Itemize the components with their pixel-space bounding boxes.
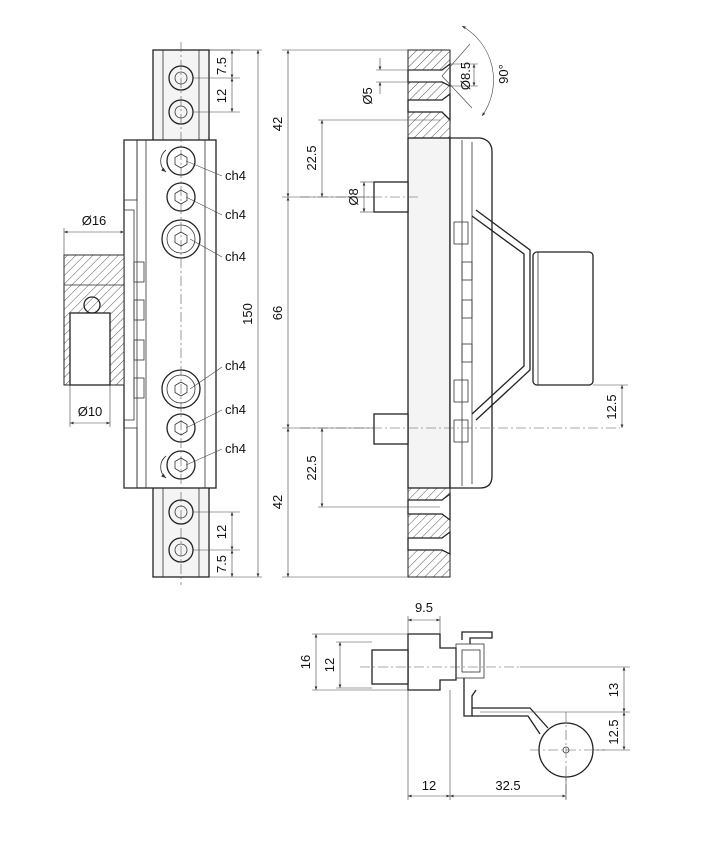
callout-ch4: ch4	[225, 207, 246, 222]
hinge-barrel	[532, 251, 594, 386]
hinge-side-body	[449, 137, 493, 489]
dim-bottom-7-5: 7.5	[214, 555, 229, 573]
dim-16: 16	[298, 655, 313, 669]
dim-13: 13	[606, 683, 621, 697]
dim-12-5-side: 12.5	[604, 394, 619, 419]
dim-12-left: 12	[322, 658, 337, 672]
side-tabs	[133, 261, 145, 399]
bottom-plate	[407, 633, 457, 691]
side-screw-blocks	[453, 221, 473, 443]
dim-dia-10: Ø10	[78, 404, 103, 419]
dim-42-top: 42	[270, 117, 285, 131]
hinge-knuckle-section	[63, 209, 135, 421]
callout-ch4: ch4	[225, 358, 246, 373]
bottom-view: 9.5 16 12 13 12.5 12 32.5	[298, 600, 630, 800]
ch4-callouts: ch4 ch4 ch4 ch4 ch4 ch4	[185, 160, 246, 466]
dim-dia-5: Ø5	[360, 87, 375, 104]
dim-22-5-top: 22.5	[304, 145, 319, 170]
dim-top-7-5: 7.5	[214, 57, 229, 75]
hinge-body	[123, 139, 217, 489]
dim-32-5: 32.5	[495, 778, 520, 793]
dim-dia-8: Ø8	[346, 188, 361, 205]
dim-angle-90: 90°	[496, 64, 511, 84]
side-plate	[407, 137, 451, 489]
dim-dia-16: Ø16	[82, 213, 107, 228]
dim-bottom-12: 12	[214, 525, 229, 539]
dim-66: 66	[270, 306, 285, 320]
callout-ch4: ch4	[225, 402, 246, 417]
rotate-arrow-icon	[160, 149, 167, 173]
dim-dia-8-5: Ø8.5	[458, 62, 473, 90]
dim-9-5: 9.5	[415, 600, 433, 615]
front-view: Ø16 Ø10 7.5 12 12 7.5 150 ch4 ch4	[63, 42, 262, 585]
dim-42-bottom: 42	[270, 495, 285, 509]
dim-12-5-bottom: 12.5	[606, 719, 621, 744]
rotate-arrow-icon	[160, 455, 167, 479]
dim-12-bottom: 12	[422, 778, 436, 793]
dim-total-150: 150	[240, 303, 255, 325]
callout-ch4: ch4	[225, 441, 246, 456]
dim-top-12: 12	[214, 89, 229, 103]
callout-ch4: ch4	[225, 168, 246, 183]
side-view: 42 66 42 22.5 22.5 Ø8 Ø5 Ø8.5 90° 12.5	[270, 25, 628, 578]
plate-section-top	[407, 49, 451, 139]
pin-bottom	[373, 413, 409, 445]
dim-22-5-bottom: 22.5	[304, 455, 319, 480]
callout-ch4: ch4	[225, 249, 246, 264]
